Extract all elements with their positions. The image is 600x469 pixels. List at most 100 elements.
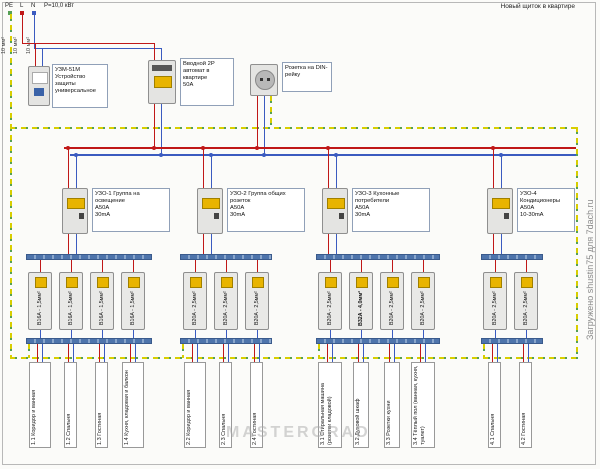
junction-dot [74,153,78,157]
pe-terminal [8,11,12,15]
rcd-device-4 [487,188,513,234]
neutral-wire [102,330,103,338]
rcd-title: УЗО-2 Группа общих розеток [230,191,286,204]
breaker-rating-label: B16A - 1,5мм² [130,291,136,326]
neutral-wire [133,330,134,338]
neutral-terminal [32,11,36,15]
circuit-label: 1.4 Кухня, кладовая и балкон [122,362,144,448]
breaker-rating-label: B20A - 2,5мм² [420,291,426,326]
phase-wire [68,344,69,362]
neutral-wire [42,48,43,66]
breaker-rating-label: B20A - 2,5мм² [223,291,229,326]
outgoing-busbar [26,338,152,344]
power-rating-label: P=10,0 кВт [44,3,75,9]
junction-dot [201,146,205,150]
phase-wire [22,43,154,44]
phase-wire [392,260,393,272]
neutral-wire [425,344,426,362]
din-socket-device [250,64,278,96]
neutral-wire [501,156,502,188]
neutral-wire [42,344,43,362]
breaker-rating-label: B16A - 1,5мм² [99,291,105,326]
pe-wire-size-label: 10 мм² [1,36,7,54]
phase-wire [420,344,421,362]
phase-wire [226,260,227,272]
phase-wire [130,344,131,362]
uzm-button [34,88,44,96]
neutral-wire [257,330,258,338]
phase-wire [133,260,134,272]
circuit-label: 1.1 Коридор и ванная [29,362,51,448]
main-breaker-info-box: Вводной 2P автомат в квартире 50A [180,58,234,106]
uzm-device [28,66,50,106]
neutral-wire [497,344,498,362]
phase-wire [257,96,258,148]
circuit-breaker: B20A - 2,5мм² [411,272,435,330]
breaker-rating-label: B16A - 1,5мм² [37,291,43,326]
group-busbar [316,254,440,260]
rcd-title: УЗО-3 Кухонные потребители [355,191,400,204]
neutral-label: N [31,3,36,9]
junction-dot [152,146,156,150]
neutral-wire [211,156,212,188]
uzm-info-box: УЗМ-51М Устройство защиты универсальное [52,64,108,108]
circuit-breaker: B16A - 1,5мм² [121,272,145,330]
breaker-rating-label: B20A - 2,5мм² [492,291,498,326]
junction-dot [262,153,266,157]
phase-wire [223,344,224,362]
phase-wire [361,260,362,272]
group-busbar [26,254,152,260]
group-busbar [180,254,272,260]
junction-dot [326,146,330,150]
rcd-title: УЗО-1 Группа на освещение [95,191,140,204]
rcd-info-box-1: УЗО-1 Группа на освещение A50A 30mA [92,188,170,232]
neutral-wire [71,330,72,338]
phase-wire [358,344,359,362]
phase-wire [37,344,38,362]
phase-wire [40,260,41,272]
neutral-wire [73,344,74,362]
circuit-breaker: B20A - 2,5мм² [214,272,238,330]
circuit-breaker: B32A - 4,0мм² [349,272,373,330]
uzm-desc: Устройство защиты универсальное [55,73,96,94]
rcd-type: A50A [95,204,110,211]
pe-wire [182,344,184,358]
rcd-title: УЗО-4 Кондиционеры [520,191,561,204]
neutral-wire [34,14,35,48]
phase-wire [389,344,390,362]
circuit-breaker: B16A - 1,5мм² [90,272,114,330]
phase-wire [492,344,493,362]
neutral-wire [495,330,496,338]
phase-wire [35,43,36,66]
main-breaker-rating: 50A [183,81,194,88]
outgoing-busbar [180,338,272,344]
circuit-label: 4.1 Спальня [488,362,501,448]
phase-wire [327,344,328,362]
rcd-info-box-2: УЗО-2 Группа общих розеток A50A 30mA [227,188,305,232]
pe-wire [10,14,12,358]
phase-wire [254,344,255,362]
phase-wire [203,234,204,254]
center-watermark: MASTERGRAD [226,424,371,441]
phase-wire [195,260,196,272]
phase-wire [154,104,155,148]
neutral-wire [332,344,333,362]
phase-wire [493,149,494,188]
neutral-wire [361,330,362,338]
circuit-breaker: B20A - 2,5мм² [318,272,342,330]
pe-wire [270,96,272,128]
phase-wire [68,234,69,254]
circuit-label: 1.2 Спальня [64,362,77,448]
neutral-wire [104,344,105,362]
rcd-info-box-3: УЗО-3 Кухонные потребители A50A 30mA [352,188,430,232]
phase-wire [328,149,329,188]
socket-face [255,70,275,90]
rcd-current: 10-30mA [520,211,544,218]
neutral-wire [211,234,212,254]
junction-dot [255,146,259,150]
phase-wire [154,43,155,60]
line-label: L [20,3,24,9]
main-breaker-desc: Вводной 2P автомат в квартире [183,61,215,81]
neutral-wire [363,344,364,362]
